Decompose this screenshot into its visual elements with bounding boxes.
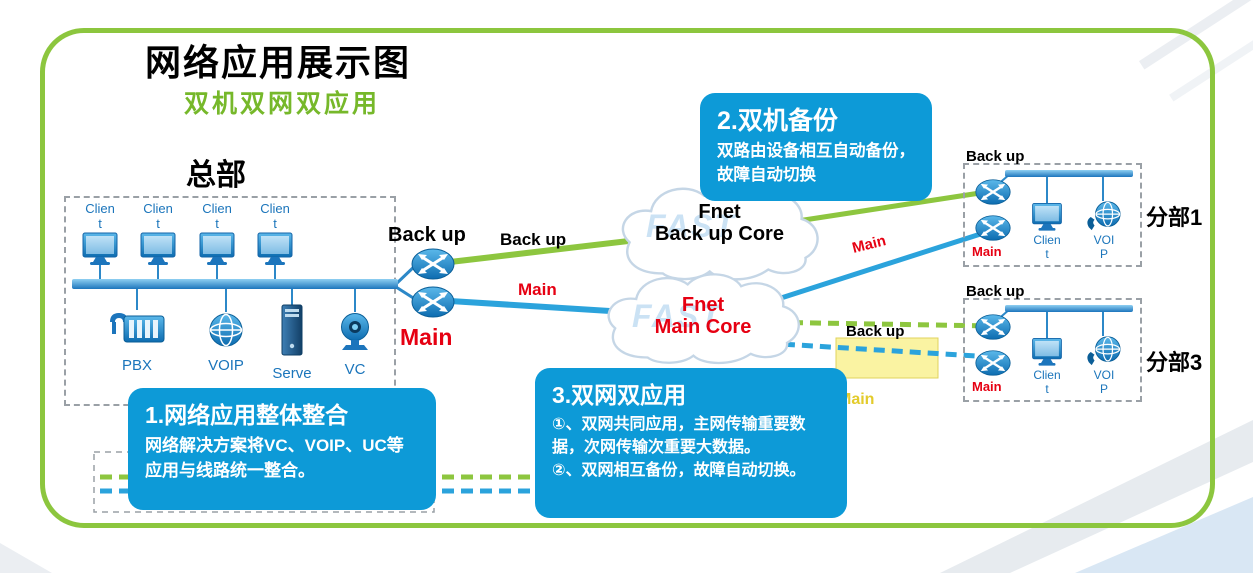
branch3-name: 分部3 (1146, 350, 1203, 375)
page-subtitle: 双机双网双应用 (184, 90, 381, 118)
callout-1-integration: 1.网络应用整体整合 网络解决方案将VC、VOIP、UC等应用与线路统一整合。 (128, 388, 436, 510)
callout-body-line2: ②、双网相互备份，故障自动切换。 (552, 462, 806, 480)
hq-main-router-icon (411, 285, 455, 324)
link-label-hq-main: Main (518, 280, 557, 299)
hq-lan-bus (72, 279, 398, 289)
vc-camera-icon (341, 313, 369, 350)
branch3-backup-label: Back up (966, 283, 1025, 300)
callout-body-line1: ①、双网共同应用，主网传输重要数据，次网传输次重要大数据。 (552, 416, 806, 457)
bg-decor-bottom-left (0, 543, 52, 573)
branch3-main-label: Main (972, 379, 1002, 394)
callout-title: 1.网络应用整体整合 (145, 402, 349, 428)
branch3-backup-router-icon (975, 313, 1011, 346)
branch3-voip-phone-icon (1085, 334, 1123, 373)
branch1-name: 分部1 (1146, 205, 1203, 230)
branch1-backup-label: Back up (966, 148, 1025, 165)
hq-device-server: Serve (270, 304, 314, 382)
hq-device-vc: VC (330, 312, 380, 378)
callout-3-dual-network: 3.双网双应用 ①、双网共同应用，主网传输重要数据，次网传输次重要大数据。 ②、… (535, 368, 847, 518)
cloud-label: Fnet Back up Core (655, 201, 784, 245)
hq-section-title: 总部 (186, 159, 246, 192)
monitor-icon (82, 232, 118, 265)
hq-main-router-label: Main (400, 324, 453, 350)
hq-backup-router-label: Back up (388, 224, 466, 246)
hq-device-pbx: PBX (105, 308, 169, 374)
callout-title: 2.双机备份 (717, 107, 838, 135)
cloud-main-core: FAST Fnet Main Core (598, 268, 808, 373)
branch1-main-router-icon (975, 214, 1011, 247)
branch3-lan-bus (1005, 305, 1133, 312)
callout-body: 网络解决方案将VC、VOIP、UC等应用与线路统一整合。 (145, 436, 404, 480)
branch1-voip-phone-icon (1085, 199, 1123, 238)
branch1-backup-router-icon (975, 178, 1011, 211)
page-title: 网络应用展示图 (145, 42, 412, 83)
monitor-icon (257, 232, 293, 265)
device-label: PBX (121, 357, 152, 374)
hq-device-voip: VOIP (202, 312, 250, 374)
monitor-icon (140, 232, 176, 265)
callout-body: 双路由设备相互自动备份，故障自动切换 (717, 142, 915, 184)
pbx-icon (110, 313, 165, 343)
device-label: VOIP (208, 357, 244, 374)
link-label-branch3-backup: Back up (846, 323, 905, 340)
branch3-client-icon (1030, 337, 1064, 372)
branch1-main-label: Main (972, 244, 1002, 259)
callout-2-dual-router-backup: 2.双机备份 双路由设备相互自动备份，故障自动切换 (700, 93, 932, 201)
link-label-hq-backup: Back up (500, 230, 567, 249)
voip-globe-icon (209, 313, 243, 347)
branch1-lan-bus (1005, 170, 1133, 177)
slide-frame (40, 28, 1215, 528)
link-label-branch3-main: Main (838, 391, 875, 408)
callout-title: 3.双网双应用 (552, 382, 687, 408)
device-label: Serve (272, 365, 312, 382)
branch1-client-icon (1030, 202, 1064, 237)
branch3-main-router-icon (975, 349, 1011, 382)
monitor-icon (199, 232, 235, 265)
device-label: VC (344, 361, 366, 378)
cloud-label: Fnet Main Core (654, 294, 752, 338)
server-icon (281, 304, 303, 356)
hq-backup-router-icon (411, 247, 455, 286)
